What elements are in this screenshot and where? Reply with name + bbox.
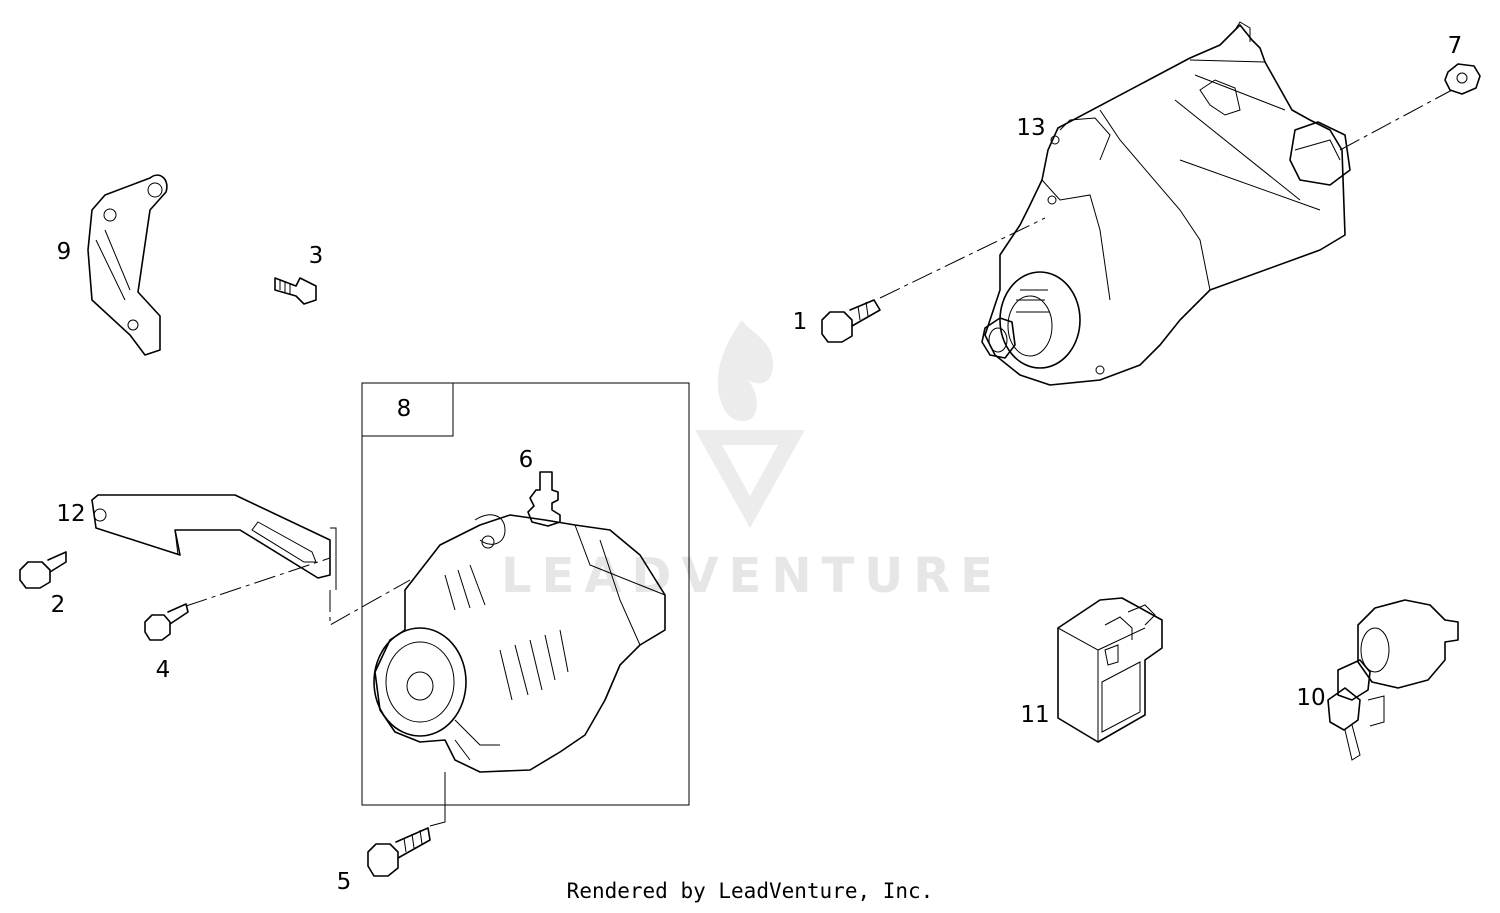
callout-4: 4	[156, 657, 171, 683]
part-3-bolt	[274, 277, 317, 305]
part-5-bolt	[367, 827, 431, 877]
part-11-relay	[1057, 597, 1163, 743]
part-7-nut	[1444, 63, 1481, 95]
part-13-starter-motor	[981, 21, 1351, 386]
part-1-bolt	[821, 299, 881, 343]
callout-3: 3	[309, 243, 324, 269]
callout-labels: 1 2 3 4 5 6 7 8 9 10 11 12 13	[51, 33, 1463, 895]
watermark-flame-icon	[717, 320, 774, 422]
callout-10: 10	[1296, 685, 1325, 711]
watermark-v-icon	[695, 430, 805, 528]
callout-1: 1	[793, 309, 808, 335]
part-4-bolt	[144, 603, 189, 641]
footer-credit: Rendered by LeadVenture, Inc.	[567, 879, 934, 903]
part-8-assembly-box	[361, 382, 690, 806]
part-12-adjusting-bar	[91, 494, 331, 579]
part-2-bolt	[19, 551, 67, 589]
callout-7: 7	[1448, 33, 1463, 59]
leader-lines	[185, 89, 1453, 827]
part-8-alternator	[373, 514, 666, 773]
part-9-bracket	[87, 174, 168, 356]
callout-6: 6	[519, 447, 534, 473]
callout-2: 2	[51, 592, 66, 618]
part-6-terminal-nut	[527, 471, 561, 527]
callout-12: 12	[56, 501, 85, 527]
watermark-text: LEADVENTURE	[501, 548, 1003, 604]
part-10-key-switch	[1327, 599, 1459, 761]
watermark: LEADVENTURE	[501, 320, 1003, 604]
callout-8: 8	[397, 396, 412, 422]
callout-13: 13	[1016, 115, 1045, 141]
callout-5: 5	[337, 869, 352, 895]
callout-11: 11	[1020, 702, 1049, 728]
callout-9: 9	[57, 239, 72, 265]
